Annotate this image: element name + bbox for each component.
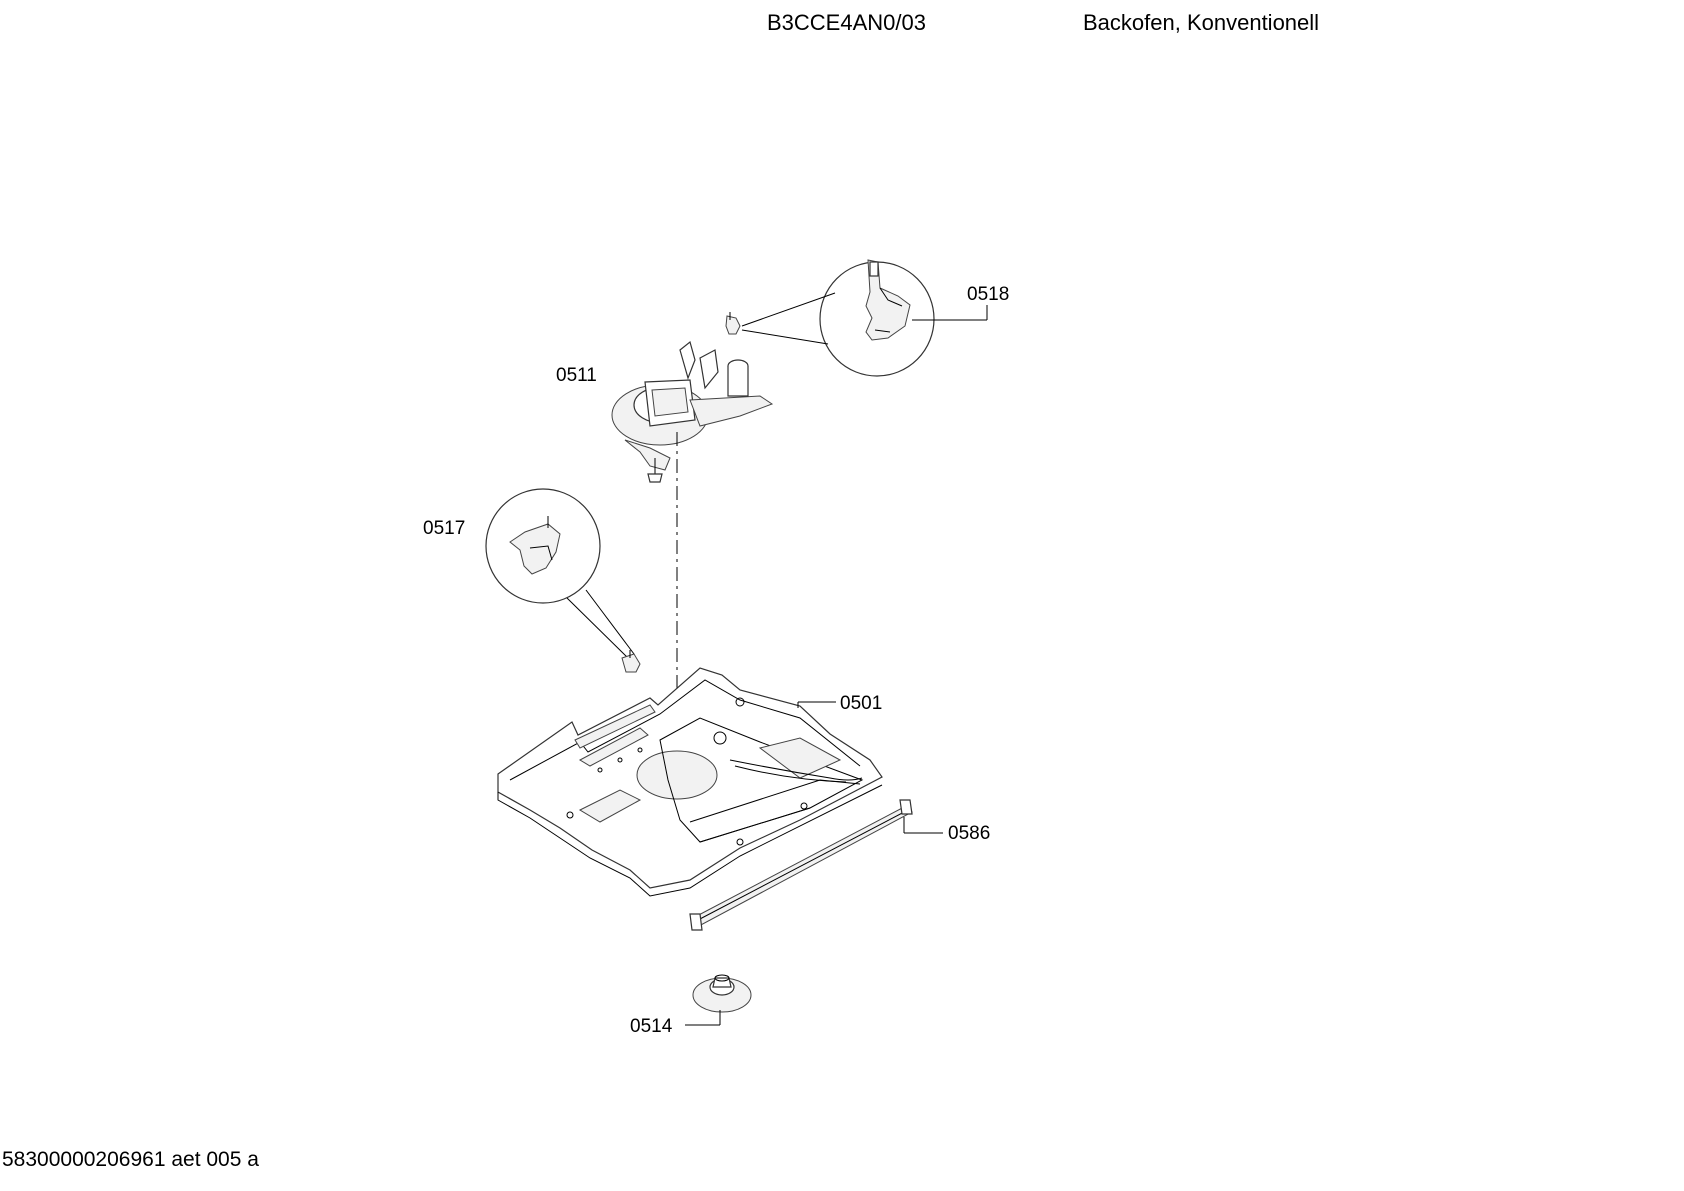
part-0517-small[interactable] (621, 650, 641, 673)
part-0517-leader-cone (566, 589, 635, 659)
label-0501[interactable]: 0501 (840, 693, 882, 714)
part-0514-foot[interactable] (692, 974, 752, 1013)
part-0586-trim-strip[interactable] (689, 799, 913, 931)
label-0518[interactable]: 0518 (967, 284, 1009, 305)
part-0511-fan-motor[interactable] (611, 340, 774, 483)
label-0517[interactable]: 0517 (423, 518, 465, 539)
label-0511[interactable]: 0511 (556, 365, 597, 386)
part-0518-detail[interactable] (819, 259, 935, 377)
label-0514[interactable]: 0514 (630, 1016, 673, 1037)
appliance-description: Backofen, Konventionell (1083, 10, 1320, 35)
part-0517-detail[interactable] (485, 488, 601, 604)
document-code: 58300000206961 aet 005 a (2, 1148, 259, 1171)
part-0518-small[interactable] (725, 312, 741, 335)
label-0586[interactable]: 0586 (948, 823, 990, 844)
part-0518-leader-cone (741, 292, 836, 345)
model-number: B3CCE4AN0/03 (767, 10, 926, 35)
part-0501-base-tray[interactable] (497, 667, 883, 897)
